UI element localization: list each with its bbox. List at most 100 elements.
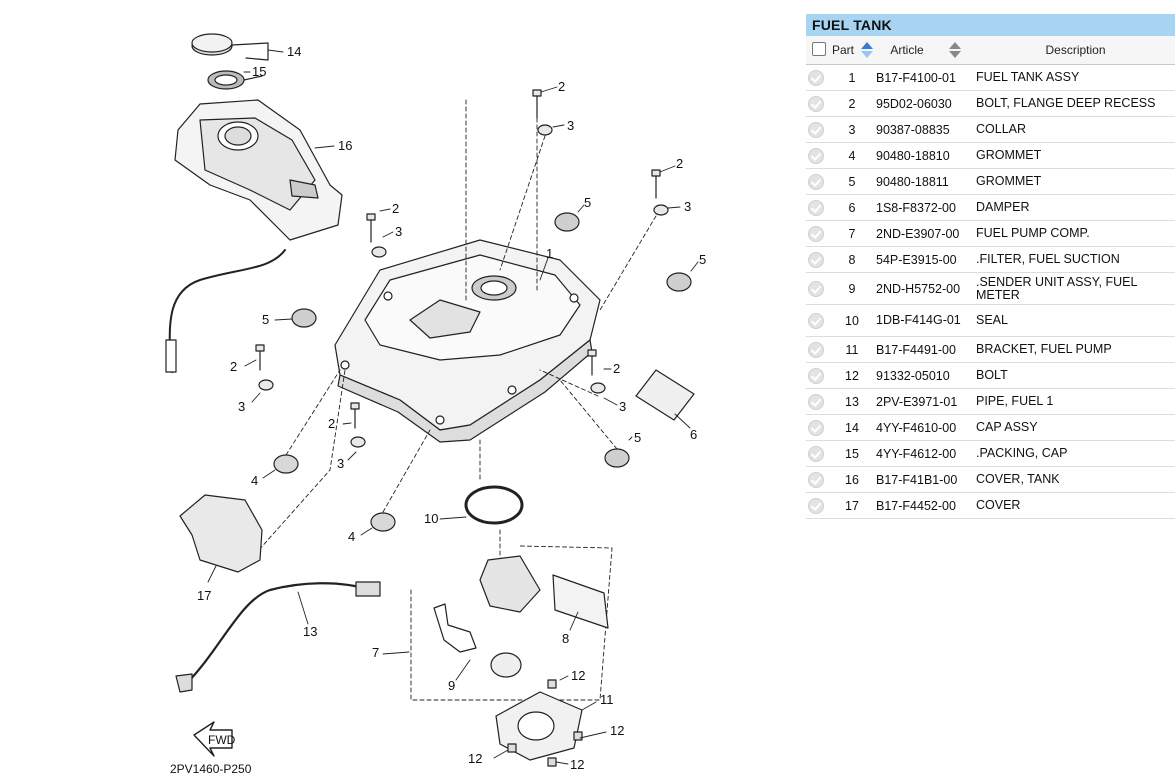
callout-16: 16 xyxy=(338,138,352,153)
callout-3e: 3 xyxy=(619,399,626,414)
part-description: COLLAR xyxy=(976,116,1175,143)
table-header-row: Part Article xyxy=(806,36,1175,65)
part-number: 17 xyxy=(828,492,876,519)
callout-2c: 2 xyxy=(392,201,399,216)
article-number: B17-F4452-00 xyxy=(876,492,976,519)
table-row[interactable]: 12 91332-05010 BOLT xyxy=(806,362,1175,389)
callout-17: 17 xyxy=(197,588,211,603)
check-icon[interactable] xyxy=(808,225,824,242)
check-icon[interactable] xyxy=(808,497,824,514)
table-row[interactable]: 15 4YY-F4612-00 .PACKING, CAP xyxy=(806,440,1175,467)
description-column-header[interactable]: Description xyxy=(976,36,1175,65)
bolts-drawing xyxy=(255,89,669,448)
panel-title: FUEL TANK xyxy=(806,14,1175,36)
check-icon[interactable] xyxy=(808,147,824,164)
part-number: 14 xyxy=(828,414,876,441)
fwd-arrow-icon: FWD xyxy=(193,721,236,757)
check-icon[interactable] xyxy=(808,199,824,216)
part-description: .PACKING, CAP xyxy=(976,440,1175,467)
check-icon[interactable] xyxy=(808,341,824,358)
part-description: BOLT xyxy=(976,362,1175,389)
callout-2f: 2 xyxy=(328,416,335,431)
table-row[interactable]: 11 B17-F4491-00 BRACKET, FUEL PUMP xyxy=(806,336,1175,363)
article-number: 4YY-F4610-00 xyxy=(876,414,976,441)
description-header-label: Description xyxy=(1045,43,1106,57)
part-number: 13 xyxy=(828,388,876,415)
callout-10: 10 xyxy=(424,511,438,526)
parts-table: Part Article xyxy=(806,36,1175,519)
article-number: B17-F4100-01 xyxy=(876,64,976,91)
check-icon[interactable] xyxy=(808,367,824,384)
part-description: COVER xyxy=(976,492,1175,519)
table-row[interactable]: 9 2ND-H5752-00 .SENDER UNIT ASSY, FUEL M… xyxy=(806,272,1175,305)
article-number: 54P-E3915-00 xyxy=(876,246,976,273)
table-row[interactable]: 10 1DB-F414G-01 SEAL xyxy=(806,304,1175,337)
part-description: PIPE, FUEL 1 xyxy=(976,388,1175,415)
part-number: 3 xyxy=(828,116,876,143)
parts-list-panel: FUEL TANK Part xyxy=(806,14,1175,519)
callout-2d: 2 xyxy=(230,359,237,374)
callout-12c: 12 xyxy=(468,751,482,766)
table-row[interactable]: 2 95D02-06030 BOLT, FLANGE DEEP RECESS xyxy=(806,90,1175,117)
callout-3d: 3 xyxy=(238,399,245,414)
table-row[interactable]: 4 90480-18810 GROMMET xyxy=(806,142,1175,169)
part-column-header[interactable]: Part xyxy=(828,36,876,65)
callout-15: 15 xyxy=(252,64,266,79)
part-number: 1 xyxy=(828,64,876,91)
article-number: 91332-05010 xyxy=(876,362,976,389)
fuel-tank-drawing xyxy=(334,239,601,443)
check-icon[interactable] xyxy=(808,251,824,268)
part-number: 8 xyxy=(828,246,876,273)
sort-active-icon[interactable] xyxy=(860,41,874,59)
article-column-header[interactable]: Article xyxy=(876,36,976,65)
callout-5a: 5 xyxy=(584,195,591,210)
part-description: BRACKET, FUEL PUMP xyxy=(976,336,1175,363)
check-icon[interactable] xyxy=(808,445,824,462)
article-number: 95D02-06030 xyxy=(876,90,976,117)
callout-8: 8 xyxy=(562,631,569,646)
grommets-drawing xyxy=(291,212,692,468)
callout-3c: 3 xyxy=(395,224,402,239)
select-all-checkbox[interactable] xyxy=(812,41,826,56)
callout-3f: 3 xyxy=(337,456,344,471)
check-icon[interactable] xyxy=(808,173,824,190)
table-row[interactable]: 6 1S8-F8372-00 DAMPER xyxy=(806,194,1175,221)
part-description: SEAL xyxy=(976,304,1175,337)
part-number: 7 xyxy=(828,220,876,247)
table-row[interactable]: 1 B17-F4100-01 FUEL TANK ASSY xyxy=(806,64,1175,91)
article-number: 90387-08835 xyxy=(876,116,976,143)
table-row[interactable]: 8 54P-E3915-00 .FILTER, FUEL SUCTION xyxy=(806,246,1175,273)
table-row[interactable]: 13 2PV-E3971-01 PIPE, FUEL 1 xyxy=(806,388,1175,415)
part-description: GROMMET xyxy=(976,142,1175,169)
table-row[interactable]: 5 90480-18811 GROMMET xyxy=(806,168,1175,195)
callout-14: 14 xyxy=(287,44,301,59)
check-icon[interactable] xyxy=(808,419,824,436)
callout-5d: 5 xyxy=(634,430,641,445)
check-icon[interactable] xyxy=(808,121,824,138)
table-row[interactable]: 14 4YY-F4610-00 CAP ASSY xyxy=(806,414,1175,441)
callout-2b: 2 xyxy=(676,156,683,171)
part-description: GROMMET xyxy=(976,168,1175,195)
part-number: 5 xyxy=(828,168,876,195)
part-number: 2 xyxy=(828,90,876,117)
check-icon[interactable] xyxy=(808,312,824,329)
check-icon[interactable] xyxy=(808,95,824,112)
table-row[interactable]: 17 B17-F4452-00 COVER xyxy=(806,492,1175,519)
article-number: 4YY-F4612-00 xyxy=(876,440,976,467)
table-row[interactable]: 16 B17-F41B1-00 COVER, TANK xyxy=(806,466,1175,493)
callout-4a: 4 xyxy=(251,473,258,488)
article-number: 1DB-F414G-01 xyxy=(876,304,976,337)
part-number: 16 xyxy=(828,466,876,493)
check-icon[interactable] xyxy=(808,393,824,410)
part-description: DAMPER xyxy=(976,194,1175,221)
sort-icon[interactable] xyxy=(948,41,962,59)
article-number: B17-F41B1-00 xyxy=(876,466,976,493)
table-row[interactable]: 3 90387-08835 COLLAR xyxy=(806,116,1175,143)
check-icon[interactable] xyxy=(808,280,824,297)
table-row[interactable]: 7 2ND-E3907-00 FUEL PUMP COMP. xyxy=(806,220,1175,247)
fuel-tank-diagram: FWD 14 xyxy=(165,33,706,776)
bracket-drawing xyxy=(495,679,583,767)
part-number: 9 xyxy=(828,272,876,305)
check-icon[interactable] xyxy=(808,69,824,86)
check-icon[interactable] xyxy=(808,471,824,488)
